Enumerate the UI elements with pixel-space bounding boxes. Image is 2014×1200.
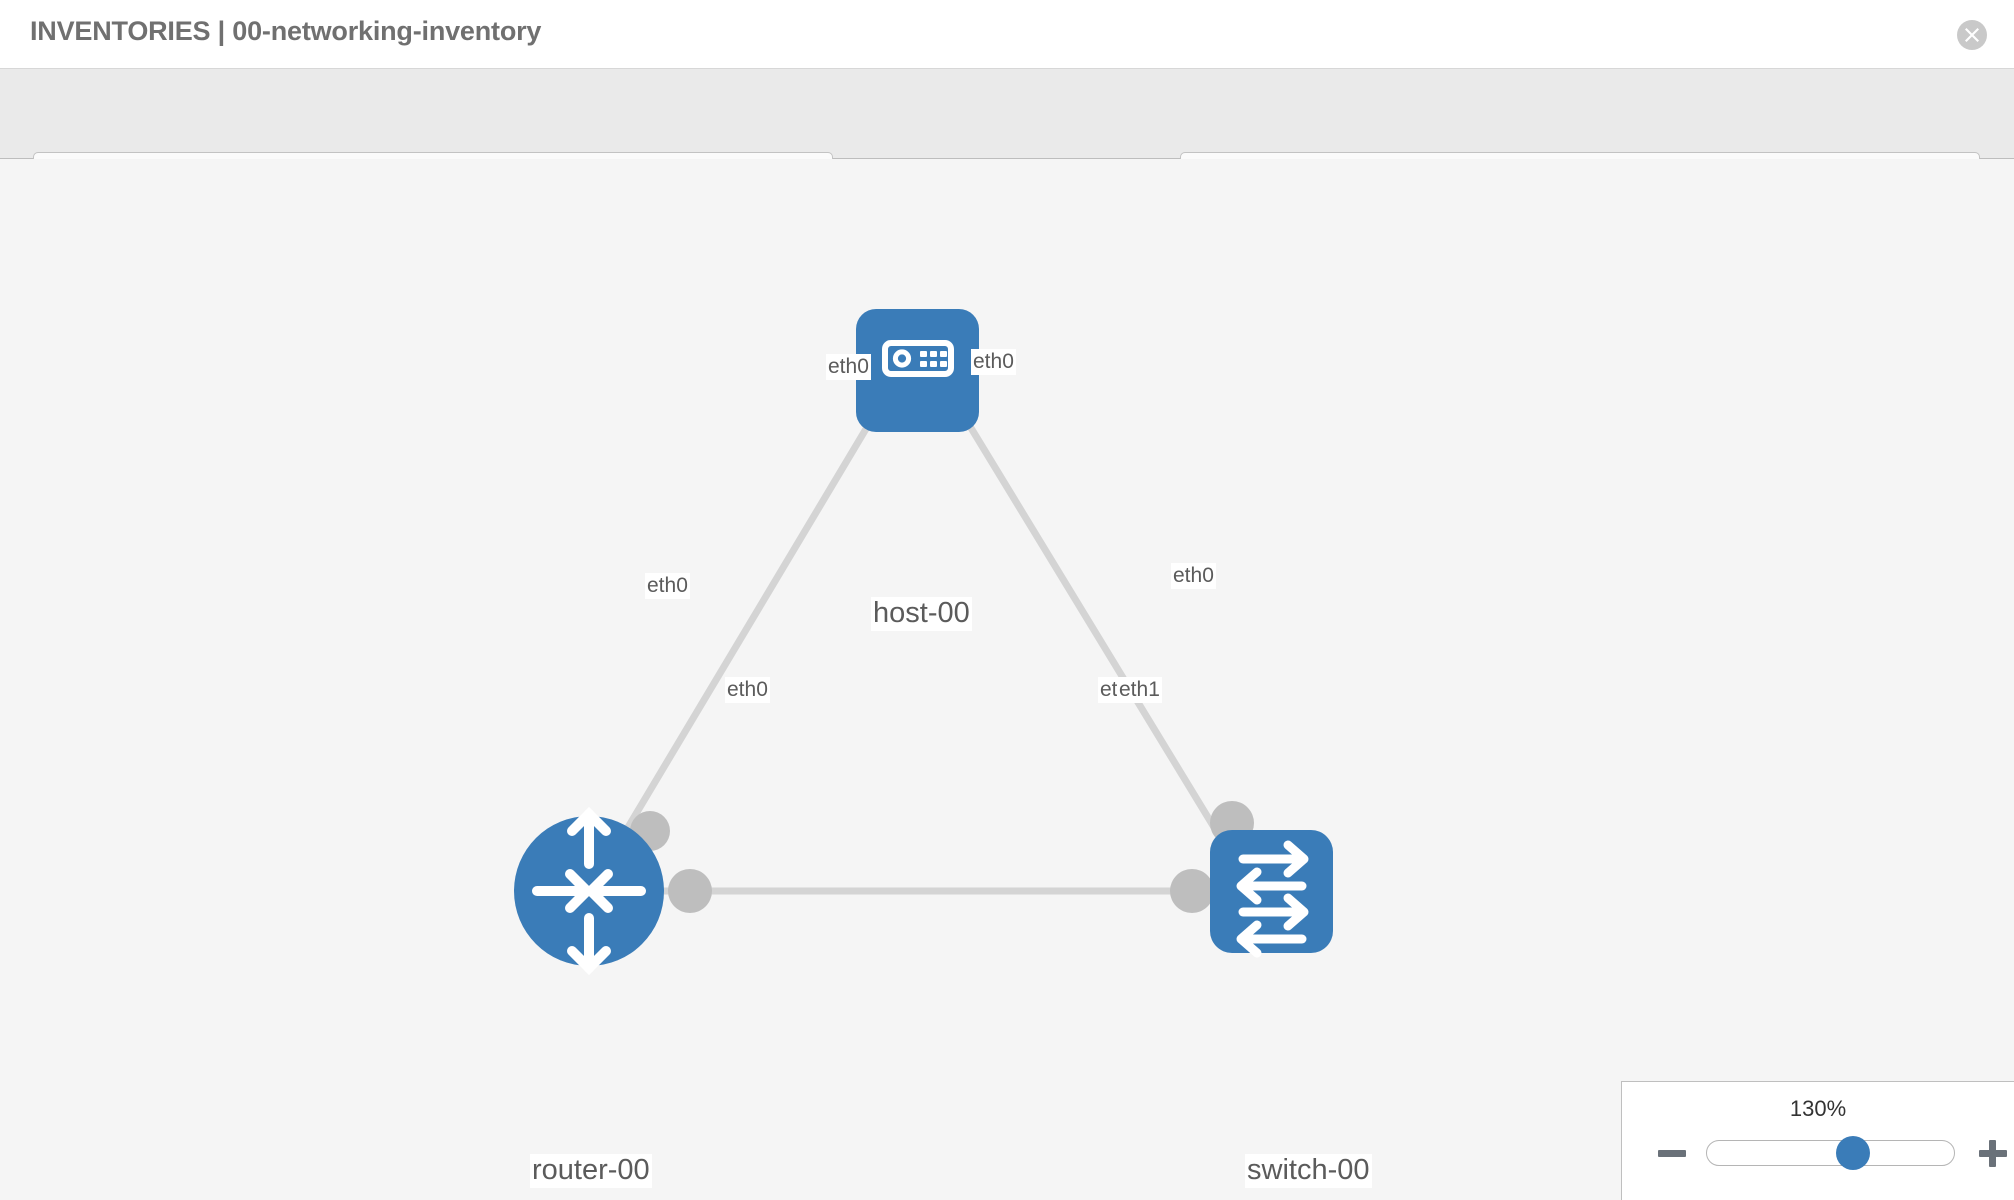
- interface-label: eth0: [725, 677, 770, 703]
- interface-label: eth1: [1117, 677, 1162, 703]
- interface-label: eth0: [645, 573, 690, 599]
- edge-host-router: [611, 373, 901, 853]
- zoom-slider-thumb[interactable]: [1835, 1136, 1870, 1170]
- topology-canvas[interactable]: eth0 eth0 eth0 eth0 eth0 eth eth1 host-0…: [0, 159, 2014, 1200]
- node-label-host-00: host-00: [871, 597, 972, 631]
- interface-label: eth0: [1171, 563, 1216, 589]
- zoom-slider-row: [1622, 1128, 2014, 1178]
- connector-switch-eth1: [1170, 869, 1214, 913]
- zoom-control-panel: 130%: [1621, 1081, 2014, 1200]
- switch-arrows-icon: [1236, 840, 1309, 958]
- node-label-router-00: router-00: [530, 1154, 652, 1188]
- edge-host-switch: [936, 373, 1230, 851]
- topology-toolbar: ACTIONS SEARCH: [0, 69, 2014, 202]
- page-header: INVENTORIES | 00-networking-inventory: [0, 0, 2014, 69]
- connector-router-eth0: [668, 869, 712, 913]
- server-icon: [882, 340, 954, 377]
- router-arrows-icon: [532, 806, 646, 976]
- interface-label: eth0: [826, 354, 871, 380]
- zoom-out-button[interactable]: [1650, 1131, 1694, 1175]
- interface-label: eth0: [971, 349, 1016, 375]
- node-router-00[interactable]: [514, 806, 664, 976]
- topology-edges: [611, 373, 1230, 895]
- zoom-level-label: 130%: [1789, 1096, 1847, 1121]
- page-title: INVENTORIES | 00-networking-inventory: [30, 16, 542, 46]
- zoom-slider-track[interactable]: [1706, 1136, 1955, 1170]
- close-icon[interactable]: [1957, 20, 1987, 50]
- node-label-switch-00: switch-00: [1245, 1154, 1372, 1188]
- node-switch-00[interactable]: [1210, 830, 1333, 958]
- node-host-00[interactable]: [856, 309, 979, 432]
- zoom-in-button[interactable]: [1971, 1131, 2014, 1175]
- topology-graph: [514, 309, 1333, 976]
